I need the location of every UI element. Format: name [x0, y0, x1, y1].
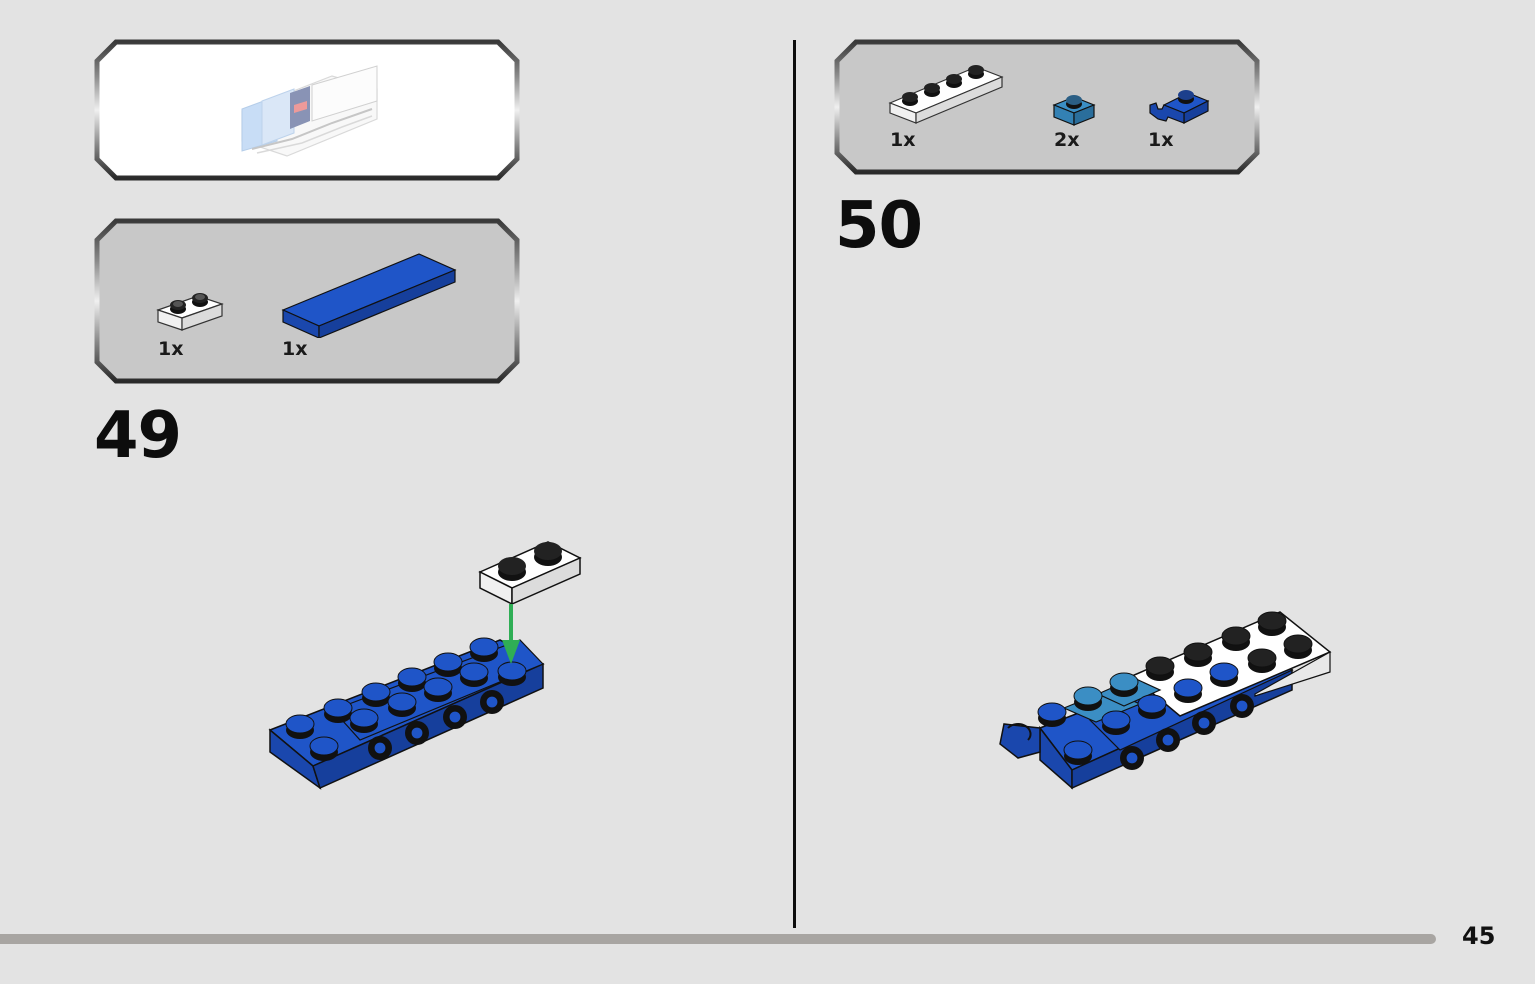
- step-50-assembly: [999, 611, 1332, 790]
- white-plate-1x4-icon: [888, 65, 1004, 124]
- submodel-callout: [94, 39, 520, 181]
- step-number-50: 50: [835, 189, 923, 263]
- blue-plate-2x6-side-studs-icon: [281, 253, 457, 338]
- blue-plate-clip-icon: [1149, 90, 1210, 124]
- part-qty: 1x: [158, 338, 184, 360]
- step-divider: [793, 40, 796, 928]
- step-number-49: 49: [94, 399, 182, 473]
- page-number: 45: [1462, 922, 1496, 950]
- part-qty: 1x: [1148, 129, 1174, 151]
- part-qty: 2x: [1054, 129, 1080, 151]
- part-qty: 1x: [282, 338, 308, 360]
- submodel-preview-icon: [241, 65, 378, 157]
- step-49-assembly: [268, 541, 582, 790]
- part-qty: 1x: [890, 129, 916, 151]
- top-studs: [285, 637, 527, 761]
- medium-blue-plate-1x1-icon: [1052, 95, 1096, 126]
- parts-callout-step-50: 1x 2x 1x: [834, 39, 1260, 175]
- white-plate-1x2-icon: [156, 293, 224, 331]
- page-progress-bar: [0, 934, 1436, 944]
- incoming-white-plate: [478, 541, 582, 606]
- placement-arrow: [502, 604, 520, 664]
- parts-callout-step-49: 1x 1x: [94, 218, 520, 384]
